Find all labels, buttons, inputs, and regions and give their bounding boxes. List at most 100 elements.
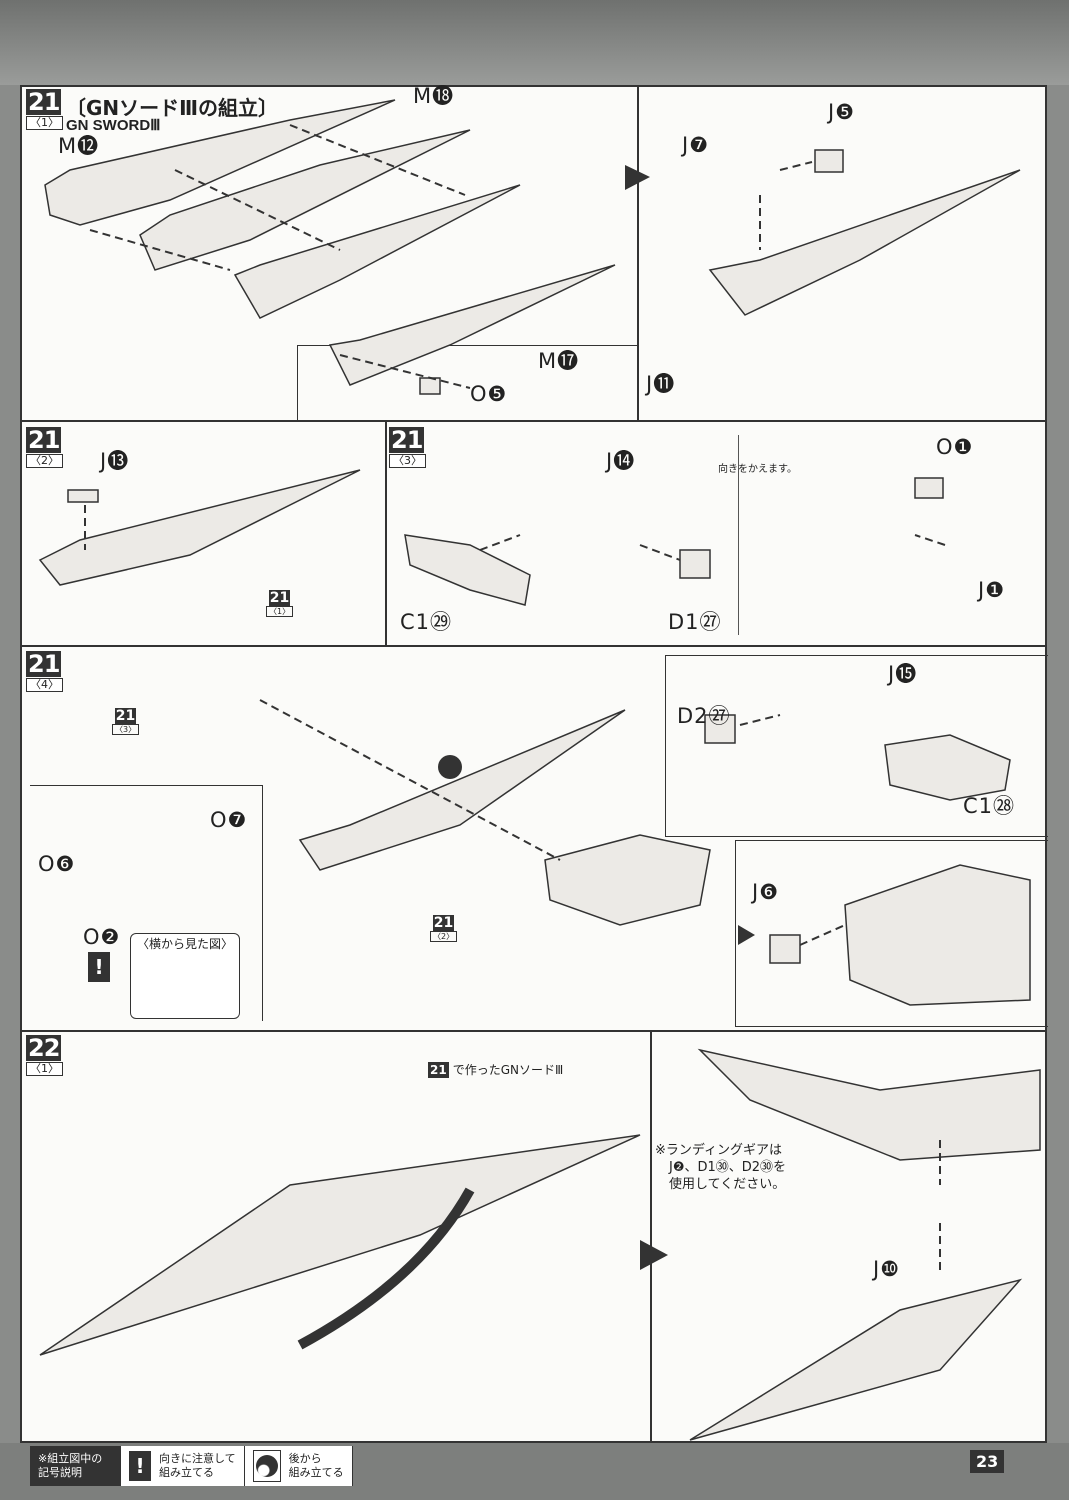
legend-text: 組み立てる bbox=[159, 1466, 214, 1479]
ref-21-2: 21〈2〉 bbox=[430, 915, 458, 942]
part-label: J❻ bbox=[752, 880, 780, 904]
part-label: O❺ bbox=[470, 382, 508, 406]
back-assembly-icon bbox=[438, 755, 462, 779]
blade-large bbox=[233, 184, 521, 319]
part-j6 bbox=[769, 934, 801, 964]
part-label: J❼ bbox=[682, 133, 710, 157]
step-sub: 〈3〉 bbox=[389, 454, 426, 468]
legend-caution: ! 向きに注意して組み立てる bbox=[121, 1446, 245, 1486]
step-sub: 〈1〉 bbox=[26, 116, 63, 130]
legend-head-line: ※組立図中の bbox=[38, 1452, 103, 1465]
part-label: J⓯ bbox=[888, 662, 918, 686]
part-label: O❻ bbox=[38, 852, 76, 876]
part-label: D1㉗ bbox=[668, 610, 722, 634]
legend-text: 組み立てる bbox=[288, 1466, 344, 1479]
ref-number: 21 bbox=[268, 590, 291, 606]
side-view-label: 〈横から見た図〉 bbox=[137, 937, 234, 951]
step-21-4: 21〈4〉 bbox=[26, 651, 63, 692]
ref-sub: 〈3〉 bbox=[112, 724, 140, 735]
step-number: 21 bbox=[389, 426, 425, 454]
part-label: J⓭ bbox=[100, 449, 130, 473]
part-holder bbox=[544, 834, 711, 926]
legend-head-line: 記号説明 bbox=[38, 1466, 82, 1479]
blade-step22-final bbox=[689, 1278, 1023, 1441]
divider bbox=[20, 1030, 1047, 1032]
part-holder-b bbox=[844, 864, 1031, 1006]
part-label: J⓫ bbox=[646, 372, 676, 396]
step-number: 21 bbox=[26, 426, 62, 454]
back-assembly-icon bbox=[252, 1450, 281, 1482]
divider bbox=[738, 435, 739, 635]
ref-number: 21 bbox=[114, 708, 137, 724]
part-label: O❼ bbox=[210, 808, 248, 832]
subpanel bbox=[297, 345, 638, 421]
rotate-arrow bbox=[297, 1187, 475, 1350]
part-o1 bbox=[914, 477, 944, 499]
divider bbox=[650, 1030, 652, 1443]
page-number: 23 bbox=[970, 1450, 1005, 1473]
part-label: M⓬ bbox=[58, 134, 100, 158]
part-label: M⓱ bbox=[538, 349, 580, 373]
ref-21-1: 21〈1〉 bbox=[266, 590, 294, 617]
divider bbox=[20, 420, 1047, 422]
part-j13 bbox=[67, 489, 99, 503]
legend-text: 後から bbox=[288, 1452, 322, 1465]
part-d1 bbox=[679, 549, 711, 579]
part-label: J❿ bbox=[873, 1257, 901, 1281]
note-line: 使用してください。 bbox=[669, 1177, 786, 1192]
step-21-3: 21〈3〉 bbox=[389, 427, 426, 468]
blade-assembled-1 bbox=[708, 169, 1021, 316]
part-c1 bbox=[404, 534, 531, 606]
step-sub: 〈2〉 bbox=[26, 454, 63, 468]
symbol-legend: ※組立図中の記号説明 !向きに注意して組み立てる 後から組み立てる bbox=[30, 1446, 353, 1486]
part-o5 bbox=[419, 377, 441, 395]
note-text: で作ったGNソードⅢ bbox=[452, 1063, 564, 1077]
ref-21-3: 21〈3〉 bbox=[112, 708, 140, 735]
next-arrow bbox=[625, 165, 650, 190]
divider bbox=[637, 85, 639, 420]
turn-note: 向きをかえます。 bbox=[718, 464, 797, 475]
ref-number: 21 bbox=[428, 1062, 449, 1078]
side-view-box: 〈横から見た図〉 bbox=[130, 933, 241, 1019]
part-label: O❷ bbox=[83, 925, 121, 949]
note-line: J❷、D1㉚、D2㉚を bbox=[669, 1160, 787, 1175]
step-21-1: 21〈1〉 bbox=[26, 89, 63, 130]
background-photo-top bbox=[0, 0, 1069, 85]
part-label: O❶ bbox=[936, 435, 974, 459]
blade-step4 bbox=[298, 709, 626, 871]
blade-step22 bbox=[39, 1134, 641, 1356]
caution-icon: ! bbox=[129, 1451, 151, 1481]
part-d2 bbox=[704, 714, 736, 744]
step-sub: 〈1〉 bbox=[26, 1062, 63, 1076]
subpanel bbox=[665, 655, 1048, 837]
part-label: J❶ bbox=[978, 578, 1006, 602]
legend-text: 向きに注意して bbox=[159, 1452, 236, 1465]
ref-sub: 〈2〉 bbox=[430, 931, 458, 942]
step-21-2: 21〈2〉 bbox=[26, 427, 63, 468]
divider bbox=[20, 645, 1047, 647]
step-number: 21 bbox=[26, 88, 62, 116]
part-label: J⓮ bbox=[606, 449, 636, 473]
section-subtitle: GN SWORDⅢ bbox=[66, 117, 161, 134]
part-j5 bbox=[814, 149, 844, 173]
landing-gear-note: ※ランディングギアは J❷、D1㉚、D2㉚を使用してください。 bbox=[655, 1142, 786, 1193]
part-label: C1㉙ bbox=[400, 610, 453, 634]
step-number: 21 bbox=[26, 650, 62, 678]
legend-head: ※組立図中の記号説明 bbox=[30, 1446, 121, 1486]
part-label: J❺ bbox=[828, 100, 856, 124]
part-label: C1㉘ bbox=[963, 794, 1016, 818]
caution-icon: ! bbox=[88, 952, 110, 982]
note-line: ※ランディングギアは bbox=[655, 1143, 782, 1158]
blade-step2 bbox=[38, 469, 361, 586]
part-label: D2㉗ bbox=[677, 704, 731, 728]
part-label: M⓲ bbox=[413, 84, 455, 108]
step-sub: 〈4〉 bbox=[26, 678, 63, 692]
blade-m17 bbox=[328, 264, 616, 386]
legend-later: 後から組み立てる bbox=[244, 1446, 353, 1486]
part-c1-b bbox=[884, 734, 1011, 801]
upper-body bbox=[697, 1048, 1041, 1161]
divider bbox=[385, 420, 387, 645]
